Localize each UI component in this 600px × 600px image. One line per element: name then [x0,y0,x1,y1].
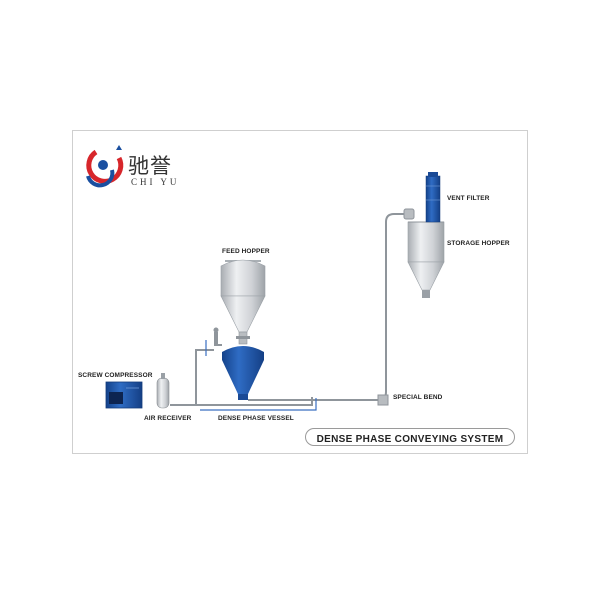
label-special-bend: SPECIAL BEND [393,394,443,401]
label-screw-compressor: SCREW COMPRESSOR [78,372,153,379]
dense-phase-vessel [213,327,264,400]
screw-compressor [105,381,143,409]
inlet-bend-fitting [403,208,415,220]
label-feed-hopper: FEED HOPPER [222,248,270,255]
special-bend-fitting [377,394,389,406]
logo-mark-icon [86,145,124,188]
vent-filter [425,172,441,223]
label-storage-hopper: STORAGE HOPPER [447,240,510,247]
logo-english-text: CHI YU [131,177,180,187]
storage-hopper [407,221,445,298]
logo-chinese-text: 驰誉 [128,154,172,178]
diagram-title-box: DENSE PHASE CONVEYING SYSTEM [305,428,515,446]
air-receiver [156,373,170,409]
label-air-receiver: AIR RECEIVER [144,415,192,422]
feed-hopper [220,259,266,345]
diagram-title: DENSE PHASE CONVEYING SYSTEM [316,434,504,445]
air-line-blue [200,340,317,411]
label-vent-filter: VENT FILTER [447,195,490,202]
conveying-pipeline [170,213,410,406]
label-dense-phase-vessel: DENSE PHASE VESSEL [218,415,294,422]
